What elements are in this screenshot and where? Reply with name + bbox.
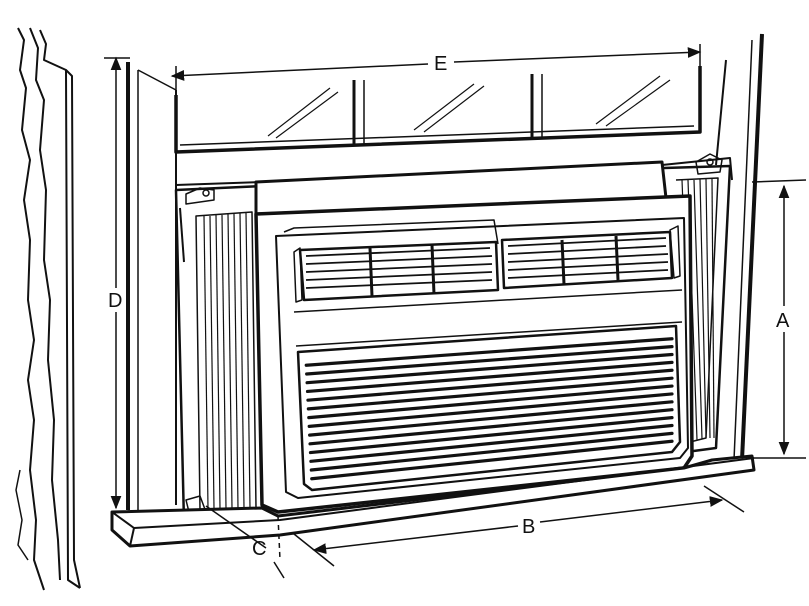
grille-slat	[309, 431, 674, 472]
label-c: C	[252, 538, 266, 560]
grille-slat	[307, 392, 674, 428]
grille-slat	[307, 384, 674, 420]
grille-slat	[308, 400, 674, 437]
control-strip	[293, 289, 683, 347]
window-sill	[110, 454, 756, 548]
label-e: E	[434, 53, 447, 75]
dimension-labels: E D A B C	[108, 53, 790, 560]
left-accordion-panel	[174, 184, 264, 524]
grille-slat	[306, 368, 674, 402]
grille-slat	[308, 408, 674, 446]
label-d: D	[108, 290, 122, 312]
grille-slat	[305, 360, 674, 394]
grille-slat	[306, 376, 674, 411]
grille-slat	[309, 423, 674, 463]
grille-slat	[310, 439, 674, 481]
grille-slat	[304, 337, 674, 367]
wall-section	[15, 27, 81, 591]
dimension-lines	[104, 44, 807, 579]
label-a: A	[776, 310, 790, 332]
grille-slat	[308, 416, 674, 455]
top-air-vents	[293, 225, 681, 303]
label-b: B	[522, 516, 535, 538]
window-sash	[174, 66, 733, 186]
intake-grille	[296, 324, 682, 492]
grille-slat	[305, 345, 674, 376]
grille-slat	[305, 352, 674, 385]
